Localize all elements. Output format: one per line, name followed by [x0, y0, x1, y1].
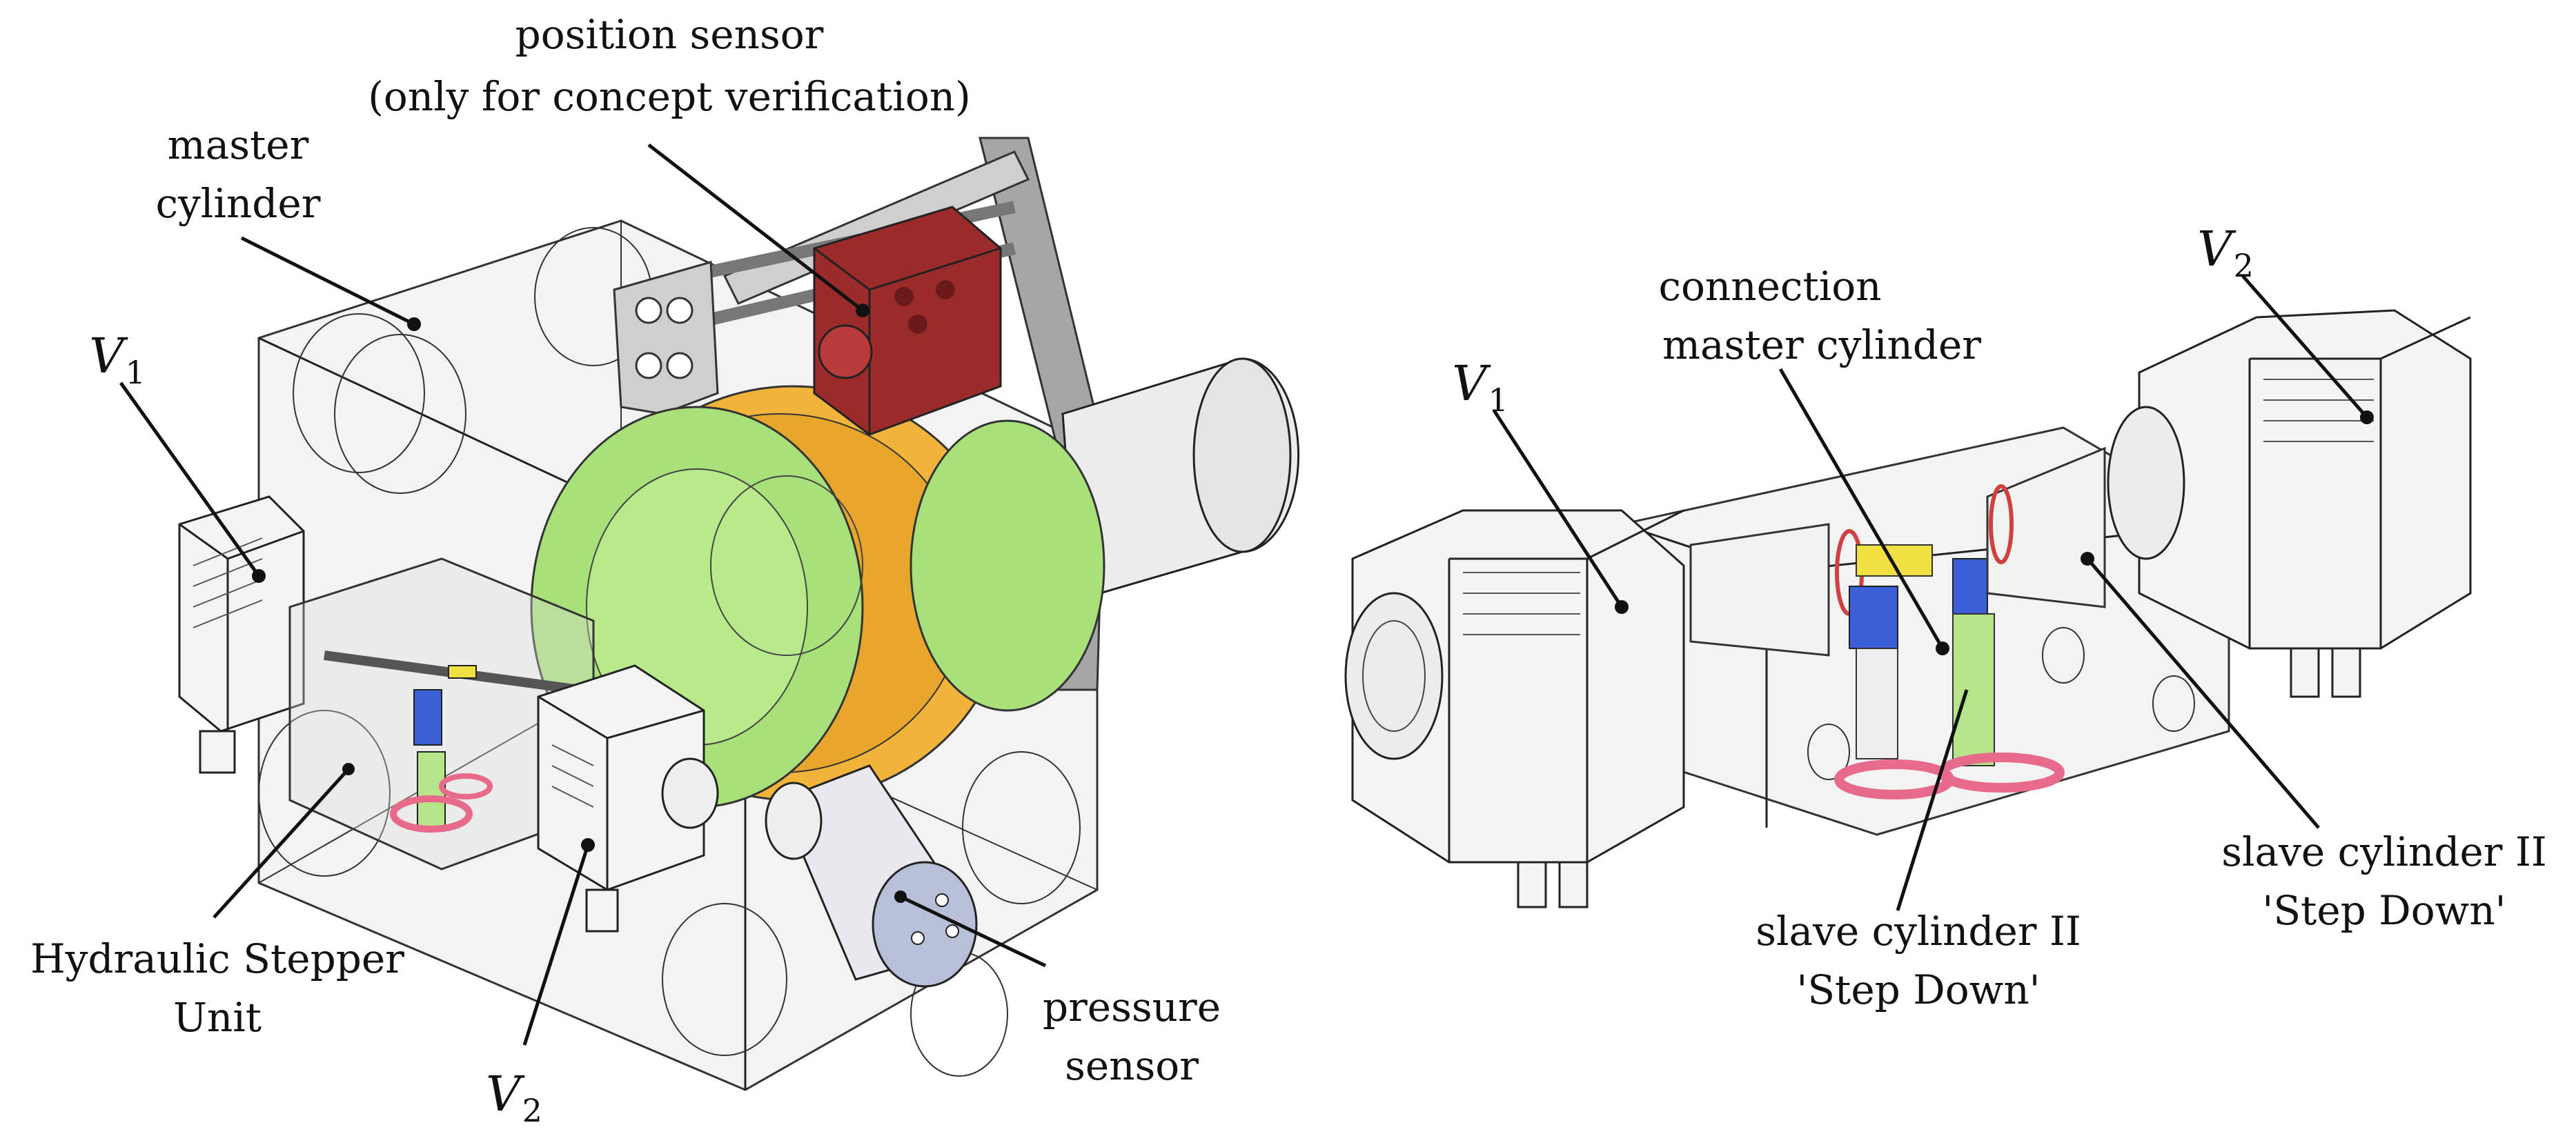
- valve-v2-right: [2107, 309, 2472, 698]
- leader-v2-left: [522, 844, 590, 1046]
- label-v1-right: V1: [1452, 355, 1508, 419]
- leader-v1-right: [1492, 409, 1624, 608]
- leader-slave-mid: [1896, 689, 1969, 911]
- label-slave-right-line1: slave cylinder II: [2221, 828, 2547, 875]
- leader-position-sensor: [647, 143, 864, 312]
- label-slave-right-line2: 'Step Down': [2262, 887, 2506, 934]
- leader-hsu: [213, 768, 350, 919]
- leader-v1-left: [119, 381, 261, 577]
- label-master-cylinder-line1: master: [168, 121, 309, 168]
- valve-v1-left: [178, 495, 305, 774]
- leader-master-cylinder: [240, 236, 415, 326]
- label-v1-left: V1: [89, 328, 146, 391]
- rear-cylinder: [1061, 357, 1300, 601]
- labels: position sensor (only for concept verifi…: [30, 11, 2547, 1129]
- leader-master-cylinder-dot: [407, 317, 421, 331]
- label-position-sensor-line1: position sensor: [515, 11, 824, 58]
- leader-v2-right: [2241, 275, 2368, 419]
- label-v2-left: V2: [486, 1066, 542, 1129]
- position-sensor-body: [813, 206, 1002, 436]
- leader-position-sensor-dot: [856, 304, 869, 317]
- leader-connection: [1778, 368, 1945, 650]
- label-master-cylinder-line2: cylinder: [156, 180, 321, 227]
- label-hsu-line2: Unit: [173, 994, 262, 1041]
- left-assembly: [119, 137, 1300, 1091]
- leader-slave-right: [2086, 557, 2320, 829]
- label-slave-mid-line1: slave cylinder II: [1756, 908, 2081, 955]
- label-connection-line1: connection: [1658, 263, 1881, 310]
- valve-v2-left: [537, 664, 719, 933]
- label-position-sensor-line2: (only for concept verification): [368, 73, 971, 120]
- leader-pressure-sensor: [899, 895, 1047, 968]
- pressure-sensor-body: [765, 764, 978, 988]
- label-slave-mid-line2: 'Step Down': [1796, 966, 2040, 1013]
- label-v2-right: V2: [2197, 221, 2254, 284]
- right-internals: [1689, 446, 2106, 799]
- label-connection-line2: master cylinder: [1662, 321, 1981, 368]
- right-assembly: [1344, 275, 2472, 911]
- label-pressure-sensor-line2: sensor: [1065, 1042, 1199, 1089]
- valve-v1-right: [1344, 509, 1685, 908]
- label-hsu-line1: Hydraulic Stepper: [30, 935, 404, 982]
- label-pressure-sensor-line1: pressure: [1043, 984, 1221, 1031]
